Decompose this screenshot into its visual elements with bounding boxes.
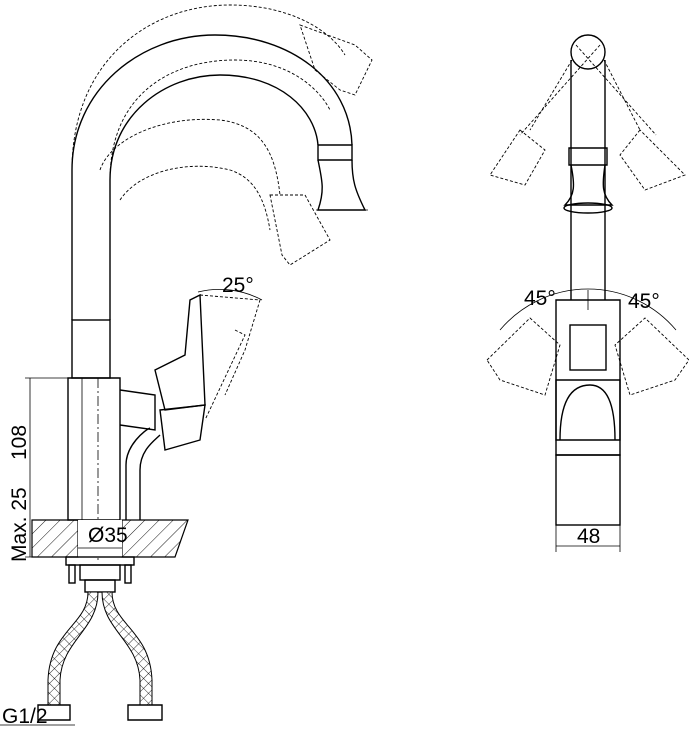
angle-arc — [499, 288, 677, 331]
handle-left-position — [486, 317, 561, 396]
spout-top — [570, 34, 606, 70]
mixer-body — [67, 377, 161, 560]
body-width-label: 48 — [577, 525, 600, 548]
side-view: 25° 108 Max. 25 Ø35 — [0, 4, 373, 728]
spout — [71, 34, 368, 320]
width-dimension — [555, 525, 621, 552]
handle-right-position — [614, 317, 689, 396]
hole-diameter-label: Ø35 — [88, 524, 128, 547]
deck-thickness-label: Max. 25 — [8, 487, 31, 562]
spout-alternate-positions — [71, 4, 373, 320]
mounting-deck — [31, 519, 189, 558]
spout-column — [71, 319, 111, 379]
front-view: 45° 45° 48 — [486, 34, 689, 552]
mounting-hardware — [65, 556, 135, 593]
front-body — [555, 299, 621, 526]
aerator-alternates — [489, 129, 686, 191]
lever-handle — [154, 288, 263, 451]
height-dim-label: 108 — [8, 425, 31, 460]
left-angle-label: 45° — [524, 287, 556, 310]
connection-size-label: G1/2 — [2, 705, 48, 728]
front-spout-column — [563, 60, 614, 300]
right-angle-label: 45° — [628, 290, 660, 313]
flexible-hoses — [37, 591, 163, 721]
lever-angle-label: 25° — [222, 274, 254, 297]
